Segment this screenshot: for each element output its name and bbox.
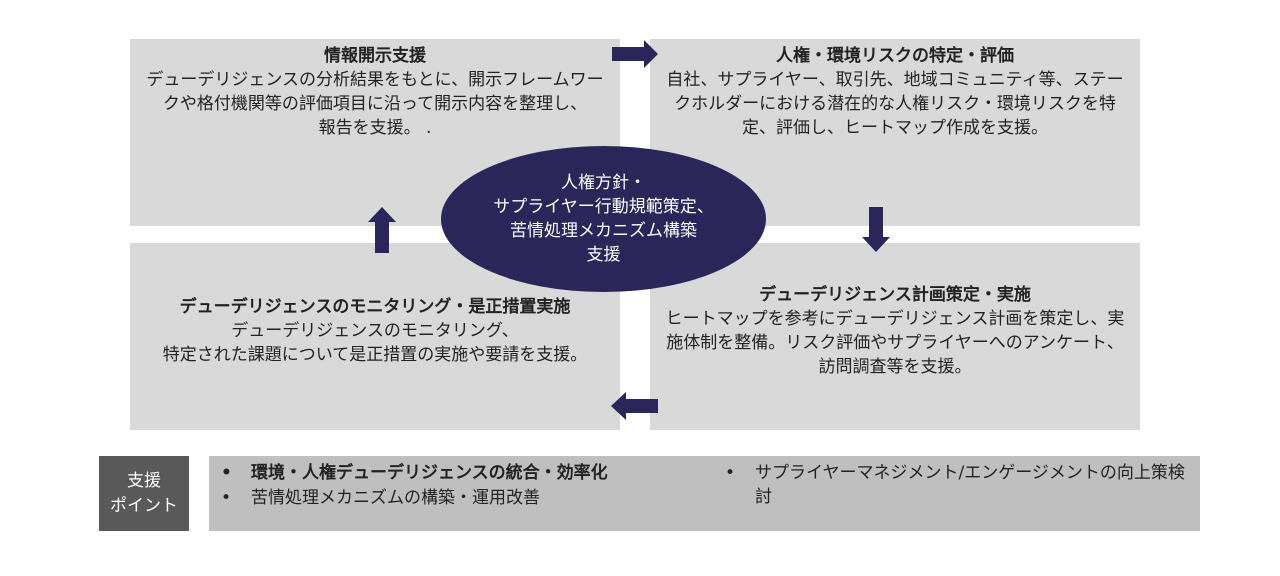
- desc-line: 訪問調査等を支援。: [818, 357, 972, 377]
- arrow-up-icon: [368, 207, 396, 253]
- bullet-icon: •: [221, 488, 232, 508]
- center-policy-ellipse: 人権方針・ サプライヤー行動規範策定、 苦情処理メカニズム構築 支援: [441, 146, 766, 292]
- center-line: サプライヤー行動規範策定、: [493, 197, 714, 217]
- step-description: 自社、サプライヤー、取引先、地域コミュニティ等、ステー クホルダーにおける潜在的…: [660, 68, 1130, 140]
- support-point-text: 環境・人権デューデリジェンスの統合・効率化: [251, 463, 608, 483]
- desc-line: 特定された課題について是正措置の実施や要請を支援。: [162, 345, 588, 365]
- step-title: 情報開示支援: [324, 46, 426, 66]
- center-line: 人権方針・: [561, 173, 646, 193]
- desc-line: デューデリジェンスのモニタリング、: [231, 321, 519, 341]
- desc-line: 報告を支援。 .: [318, 118, 432, 138]
- support-points-panel: [209, 456, 1200, 531]
- step-title: 人権・環境リスクの特定・評価: [776, 46, 1014, 66]
- support-point-item: • 環境・人権デューデリジェンスの統合・効率化: [221, 461, 608, 485]
- arrow-right-icon: [612, 40, 658, 68]
- support-point-text: サプライヤーマネジメント/エンゲージメントの向上策検討: [755, 463, 1185, 507]
- support-point-text: 苦情処理メカニズムの構築・運用改善: [251, 488, 540, 508]
- support-points-label: 支援 ポイント: [99, 456, 189, 531]
- step-box-disclosure: 情報開示支援 デューデリジェンスの分析結果をもとに、開示フレームワー クや格付機…: [130, 39, 620, 226]
- desc-line: 定、評価し、ヒートマップ作成を支援。: [742, 118, 1048, 138]
- label-line: 支援: [127, 470, 161, 491]
- support-point-item: • 苦情処理メカニズムの構築・運用改善: [221, 486, 540, 510]
- desc-line: 自社、サプライヤー、取引先、地域コミュニティ等、ステー: [666, 70, 1124, 90]
- label-line: ポイント: [110, 495, 178, 516]
- arrow-left-icon: [611, 392, 658, 420]
- step-box-risk-assessment: 人権・環境リスクの特定・評価 自社、サプライヤー、取引先、地域コミュニティ等、ス…: [650, 39, 1140, 226]
- desc-line: クや格付機関等の評価項目に沿って開示内容を整理し、: [162, 94, 588, 114]
- step-description: デューデリジェンスのモニタリング、 特定された課題について是正措置の実施や要請を…: [163, 319, 588, 367]
- step-title: デューデリジェンスのモニタリング・是正措置実施: [179, 297, 571, 317]
- step-box-dd-planning: デューデリジェンス計画策定・実施 ヒートマップを参考にデューデリジェンス計画を策…: [650, 243, 1140, 430]
- bullet-icon: •: [221, 463, 232, 483]
- desc-line: クホルダーにおける潜在的な人権リスク・環境リスクを特: [674, 94, 1116, 114]
- desc-line: ヒートマップを参考にデューデリジェンス計画を策定し、実: [665, 309, 1125, 329]
- arrow-down-icon: [862, 207, 890, 252]
- step-description: ヒートマップを参考にデューデリジェンス計画を策定し、実 施体制を整備。リスク評価…: [660, 307, 1130, 379]
- step-title: デューデリジェンス計画策定・実施: [759, 285, 1031, 305]
- center-line: 支援: [586, 245, 621, 265]
- bullet-icon: •: [725, 463, 736, 483]
- desc-line: デューデリジェンスの分析結果をもとに、開示フレームワー: [146, 70, 604, 90]
- center-line: 苦情処理メカニズム構築: [510, 221, 697, 241]
- desc-line: 施体制を整備。リスク評価やサプライヤーへのアンケート、: [666, 333, 1124, 353]
- support-point-item: • サプライヤーマネジメント/エンゲージメントの向上策検討: [725, 461, 1185, 509]
- step-description: デューデリジェンスの分析結果をもとに、開示フレームワー クや格付機関等の評価項目…: [140, 68, 610, 140]
